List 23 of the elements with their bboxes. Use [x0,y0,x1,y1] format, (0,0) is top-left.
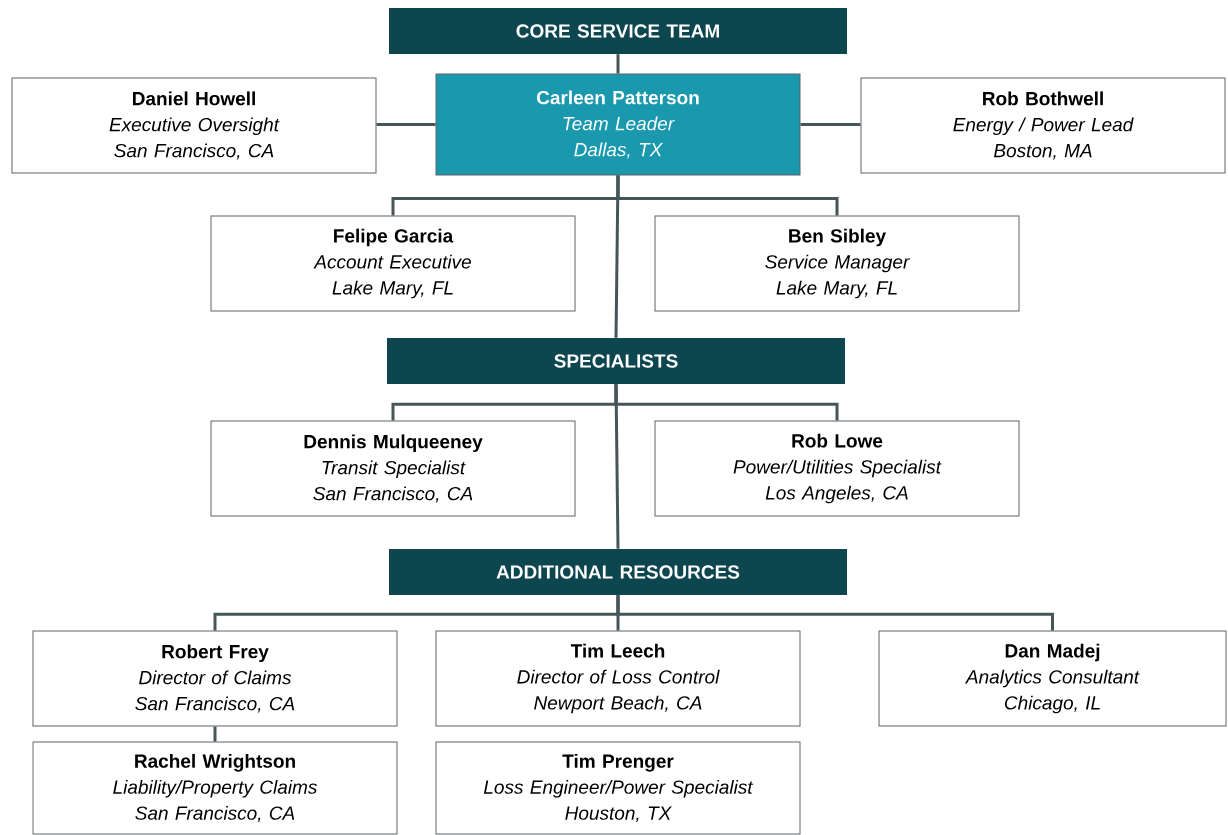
connector-line [800,123,861,126]
person-box: Rob Bothwell Energy / Power Lead Boston, MA [860,77,1226,174]
person-box: Daniel Howell Executive Oversight San Francisco, CA [11,77,377,174]
connector-line [376,123,436,126]
team-leader-box: Carleen Patterson Team Leader Dallas, TX [435,73,801,176]
person-box: Robert Frey Director of Claims San Francisco, CA [32,630,398,727]
connector-line [616,54,620,74]
connector-line [213,726,217,742]
person-box: Dennis Mulqueeney Transit Specialist San Francisco, CA [210,420,576,517]
person-box: Dan Madej Analytics Consultant Chicago, IL [878,630,1227,727]
person-box: Felipe Garcia Account Executive Lake Mary, FL [210,215,576,312]
person-box: Tim Leech Director of Loss Control Newport Beach, CA [435,630,801,727]
section-header-bar: ADDITIONAL RESOURCES [389,549,847,595]
person-box: Rob Lowe Power/Utilities Specialist Los Angeles, CA [654,420,1020,517]
person-box: Rachel Wrightson Liability/Property Claims San Francisco, CA [32,741,398,835]
section-header-bar: SPECIALISTS [387,338,845,384]
person-box: Tim Prenger Loss Engineer/Power Specialist Houston, TX [435,741,801,835]
person-box: Ben Sibley Service Manager Lake Mary, FL [654,215,1020,312]
connector-line [614,175,620,338]
connector-line [614,384,620,549]
connector-line [616,595,1054,631]
section-header-bar: CORE SERVICE TEAM [389,8,847,54]
connector-line [616,175,839,216]
